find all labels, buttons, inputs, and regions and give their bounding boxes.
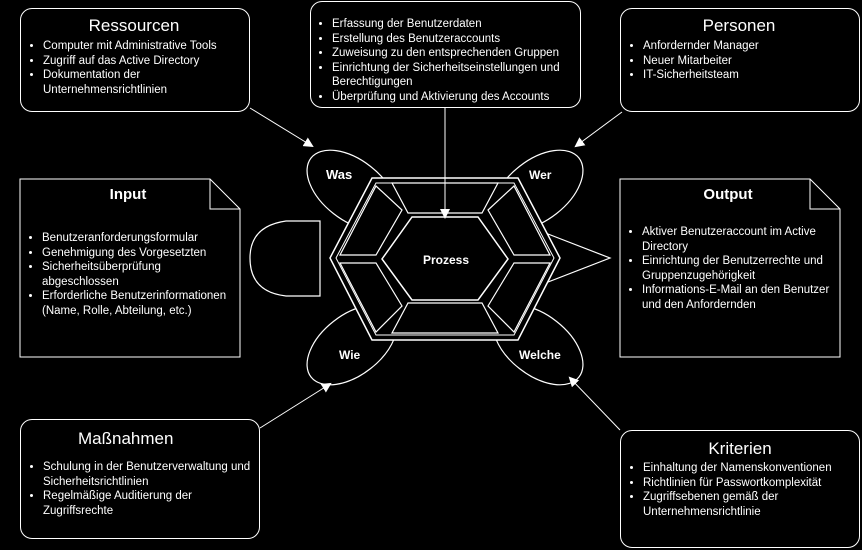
list-item: Zugriff auf das Active Directory xyxy=(43,54,243,69)
label-wer: Wer xyxy=(529,168,552,182)
personen-title: Personen xyxy=(702,16,776,35)
massnahmen-box: Maßnahmen Schulung in der Benutzerverwal… xyxy=(20,419,260,539)
list-item: Richtlinien für Passwortkomplexität xyxy=(643,476,855,491)
output-list: Aktiver Benutzeraccount im Active Direct… xyxy=(624,225,836,312)
label-was: Was xyxy=(326,167,353,182)
turtle-head xyxy=(249,220,321,297)
arrow-personen-wer xyxy=(574,111,623,148)
label-wie: Wie xyxy=(339,348,361,362)
input-list: Benutzeranforderungsformular Genehmigung… xyxy=(24,231,236,318)
list-item: Regelmäßige Auditierung der Zugriffsrech… xyxy=(43,489,255,518)
kriterien-title: Kriterien xyxy=(708,439,772,458)
list-item: Einrichtung der Benutzerrechte und Grupp… xyxy=(642,254,836,283)
list-item: Erfassung der Benutzerdaten xyxy=(332,17,574,32)
input-box: Input Benutzeranforderungsformular Geneh… xyxy=(24,186,236,318)
kriterien-list: Einhaltung der Namenskonventionen Richtl… xyxy=(625,461,855,519)
list-item: Einhaltung der Namenskonventionen xyxy=(643,461,855,476)
list-item: Erstellung des Benutzeraccounts xyxy=(332,32,574,47)
list-item: IT-Sicherheitsteam xyxy=(643,68,853,83)
output-document-shape xyxy=(619,178,841,358)
shell-segment-bottom-left xyxy=(339,262,403,334)
list-item: Benutzeranforderungsformular xyxy=(42,231,236,246)
arrow-kriterien-welche xyxy=(568,376,621,431)
list-item: Informations-E-Mail an den Benutzer und … xyxy=(642,283,836,312)
list-item: Zuweisung zu den entsprechenden Gruppen xyxy=(332,46,574,61)
list-item: Erforderliche Benutzerinformationen (Nam… xyxy=(42,289,236,318)
list-item: Zugriffsebenen gemäß der Unternehmensric… xyxy=(643,490,855,519)
ressourcen-box: Ressourcen Computer mit Administrative T… xyxy=(20,8,250,112)
list-item: Neuer Mitarbeiter xyxy=(643,54,853,69)
label-prozess: Prozess xyxy=(423,253,470,267)
shell-segment-top-left xyxy=(339,185,403,256)
arrow-massnahmen-wie xyxy=(259,382,332,429)
list-item: Einrichtung der Sicherheitseinstellungen… xyxy=(332,61,574,90)
prozess-schritte-box: Erfassung der Benutzerdaten Erstellung d… xyxy=(310,1,581,108)
list-item: Sicherheitsüberprüfung abgeschlossen xyxy=(42,260,236,289)
personen-list: Anfordernder Manager Neuer Mitarbeiter I… xyxy=(625,39,853,83)
output-title: Output xyxy=(703,186,753,203)
input-title: Input xyxy=(109,186,147,203)
massnahmen-title: Maßnahmen xyxy=(78,429,174,448)
shell-segment-bottom-right xyxy=(487,262,551,334)
list-item: Überprüfung und Aktivierung des Accounts xyxy=(332,90,574,105)
list-item: Aktiver Benutzeraccount im Active Direct… xyxy=(642,225,836,254)
list-item: Dokumentation der Unternehmensrichtlinie… xyxy=(43,68,243,97)
shell-segment-bottom xyxy=(391,302,499,334)
list-item: Anfordernder Manager xyxy=(643,39,853,54)
shell-center xyxy=(381,216,509,301)
shell-segment-top-right xyxy=(487,185,551,256)
kriterien-box: Kriterien Einhaltung der Namenskonventio… xyxy=(620,430,860,548)
label-welche: Welche xyxy=(519,348,561,362)
list-item: Genehmigung des Vorgesetzten xyxy=(42,246,236,261)
list-item: Computer mit Administrative Tools xyxy=(43,39,243,54)
list-item: Schulung in der Benutzerverwaltung und S… xyxy=(43,460,255,489)
massnahmen-list: Schulung in der Benutzerverwaltung und S… xyxy=(25,460,255,518)
personen-box: Personen Anfordernder Manager Neuer Mita… xyxy=(620,8,860,112)
output-box: Output Aktiver Benutzeraccount im Active… xyxy=(624,186,836,312)
input-document-shape xyxy=(19,178,241,358)
ressourcen-list: Computer mit Administrative Tools Zugrif… xyxy=(25,39,243,97)
arrow-ressourcen-was xyxy=(249,107,314,148)
ressourcen-title: Ressourcen xyxy=(88,16,180,35)
prozess-schritte-list: Erfassung der Benutzerdaten Erstellung d… xyxy=(314,17,574,104)
